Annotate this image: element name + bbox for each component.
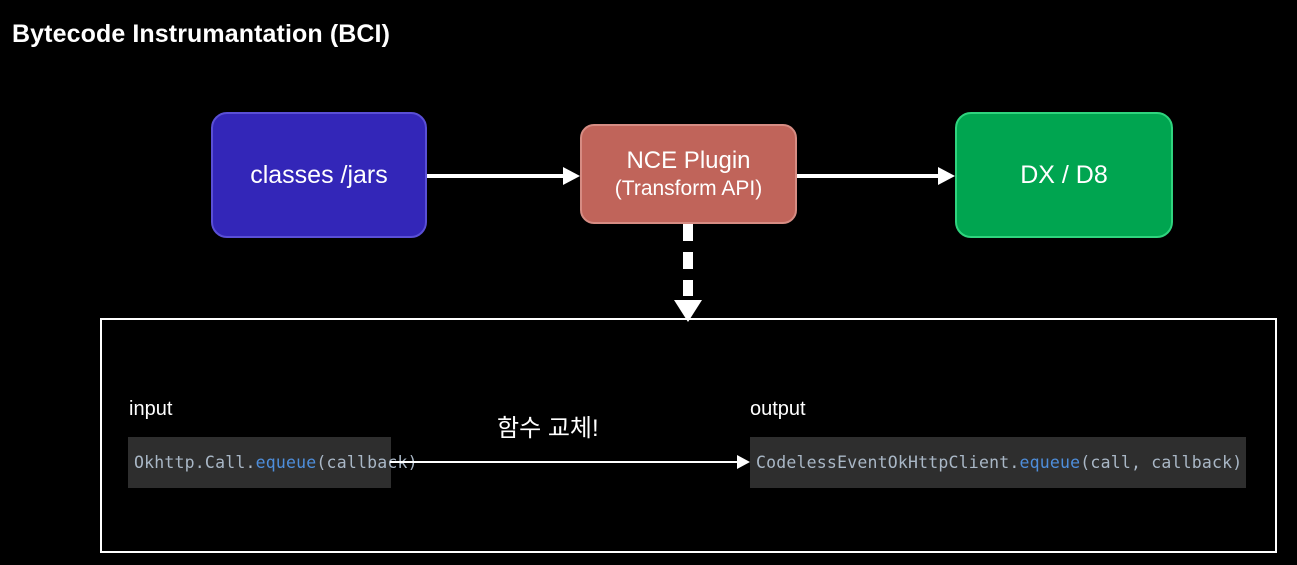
arrow-head [563, 167, 580, 185]
flow-node-nce-plugin-title: NCE Plugin [626, 147, 751, 175]
flow-node-dx-d8-label: DX / D8 [1020, 160, 1108, 189]
output-label: output [750, 398, 806, 420]
page-title: Bytecode Instrumantation (BCI) [12, 20, 391, 48]
input-code-method: equeue [255, 453, 317, 472]
flow-node-classes-jars-label: classes /jars [250, 160, 388, 189]
input-code-prefix: Okhttp.Call. [134, 453, 256, 472]
detail-panel [100, 318, 1277, 553]
arrow-dashes [683, 224, 693, 296]
transform-note-label: 함수 교체! [497, 415, 599, 442]
output-code-method: equeue [1019, 453, 1081, 472]
arrow-shaft [797, 174, 940, 178]
output-code-suffix: (call, callback) [1080, 453, 1243, 472]
arrow-classes-to-nce-icon [427, 167, 580, 185]
arrow-shaft [427, 174, 565, 178]
flow-node-classes-jars: classes /jars [211, 112, 427, 238]
flow-node-nce-plugin-subtitle: (Transform API) [614, 176, 763, 200]
flow-node-dx-d8: DX / D8 [955, 112, 1173, 238]
arrow-head [938, 167, 955, 185]
arrow-nce-to-dx-icon [797, 167, 955, 185]
input-code-block: Okhttp.Call.equeue(callback) [128, 437, 418, 488]
flow-node-nce-plugin: NCE Plugin (Transform API) [580, 124, 797, 224]
dashed-arrow-nce-to-detail-icon [674, 224, 702, 324]
output-code-block: CodelessEventOkHttpClient.equeue(call, c… [750, 437, 1246, 488]
output-code-prefix: CodelessEventOkHttpClient. [756, 453, 1020, 472]
input-code-suffix: (callback) [316, 453, 418, 472]
input-label: input [129, 398, 173, 420]
